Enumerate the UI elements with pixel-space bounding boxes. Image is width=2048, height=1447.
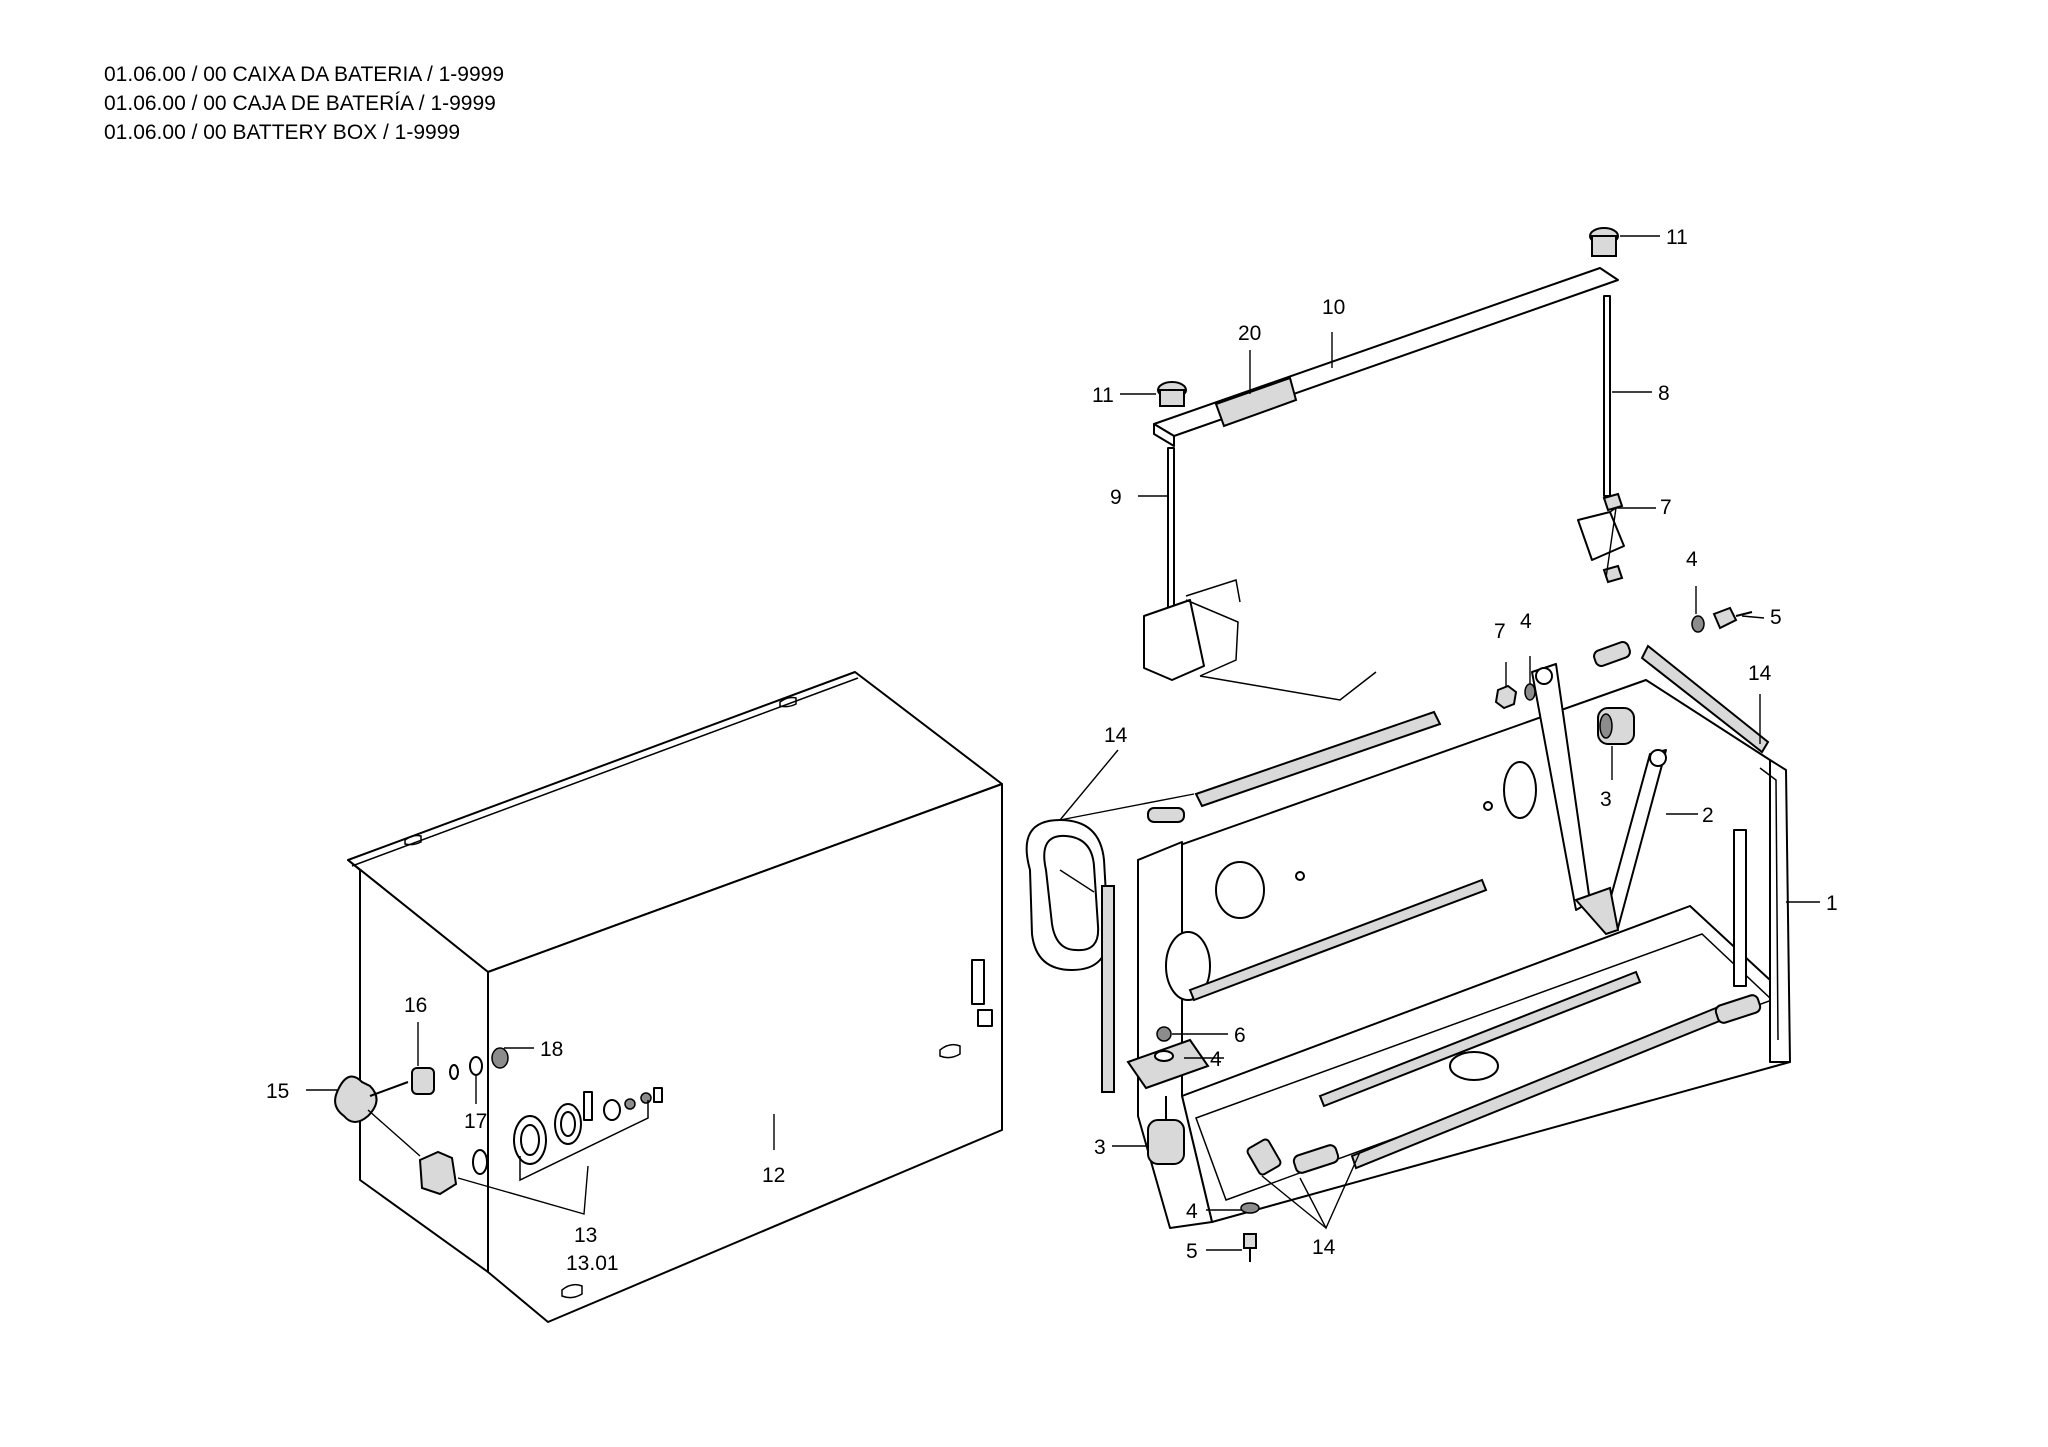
callout-6: 6 <box>1234 1024 1246 1047</box>
page-header: 01.06.00 / 00 CAIXA DA BATERIA / 1-9999 … <box>104 60 504 147</box>
hold-down-brackets <box>1531 663 1667 936</box>
callout-15: 15 <box>266 1080 289 1103</box>
callout-12: 12 <box>762 1164 785 1187</box>
callout-11-left: 11 <box>1092 384 1114 407</box>
title-portuguese: 01.06.00 / 00 CAIXA DA BATERIA / 1-9999 <box>104 63 505 86</box>
callout-17: 17 <box>464 1110 487 1133</box>
callout-3-top: 3 <box>1600 788 1612 811</box>
callout-9: 9 <box>1110 486 1122 509</box>
callout-10: 10 <box>1322 296 1345 319</box>
spacer-tubes <box>1101 641 1770 1176</box>
callout-20: 20 <box>1238 322 1261 345</box>
callout-14-right: 14 <box>1748 662 1772 685</box>
battery-tray <box>1137 679 1791 1229</box>
callout-4-bracket: 4 <box>1210 1048 1222 1071</box>
callout-11-top: 11 <box>1666 226 1688 249</box>
callout-4-bottom: 4 <box>1186 1200 1198 1223</box>
title-english: 01.06.00 / 00 BATTERY BOX / 1-9999 <box>104 121 461 144</box>
callout-2: 2 <box>1702 804 1714 827</box>
callout-18: 18 <box>540 1038 563 1061</box>
gasket-ring <box>1025 819 1110 971</box>
callout-14-left: 14 <box>1104 724 1128 747</box>
leader-lines <box>306 235 1820 1251</box>
callout-numbers: 11 10 20 11 8 9 7 4 5 7 4 14 14 3 2 1 6 … <box>266 226 1838 1275</box>
callout-13: 13 <box>574 1224 597 1247</box>
battery-cover <box>347 671 1003 1323</box>
callout-5-bottom: 5 <box>1186 1240 1198 1263</box>
callout-13-01: 13.01 <box>566 1252 619 1275</box>
callout-5-top: 5 <box>1770 606 1782 629</box>
callout-4-tray: 4 <box>1520 610 1532 633</box>
callout-14-bottom: 14 <box>1312 1236 1336 1259</box>
clamp-bar-assembly <box>1143 227 1625 701</box>
callout-7-top: 7 <box>1660 496 1672 519</box>
callout-8: 8 <box>1658 382 1670 405</box>
callout-1: 1 <box>1826 892 1838 915</box>
tray-fasteners <box>1126 606 1753 1262</box>
callout-16: 16 <box>404 994 427 1017</box>
callout-7-tray: 7 <box>1494 620 1506 643</box>
callout-4-top: 4 <box>1686 548 1698 571</box>
cover-knob-assembly <box>334 1047 663 1196</box>
title-spanish: 01.06.00 / 00 CAJA DE BATERÍA / 1-9999 <box>104 92 496 115</box>
callout-3-bottom: 3 <box>1094 1136 1106 1159</box>
